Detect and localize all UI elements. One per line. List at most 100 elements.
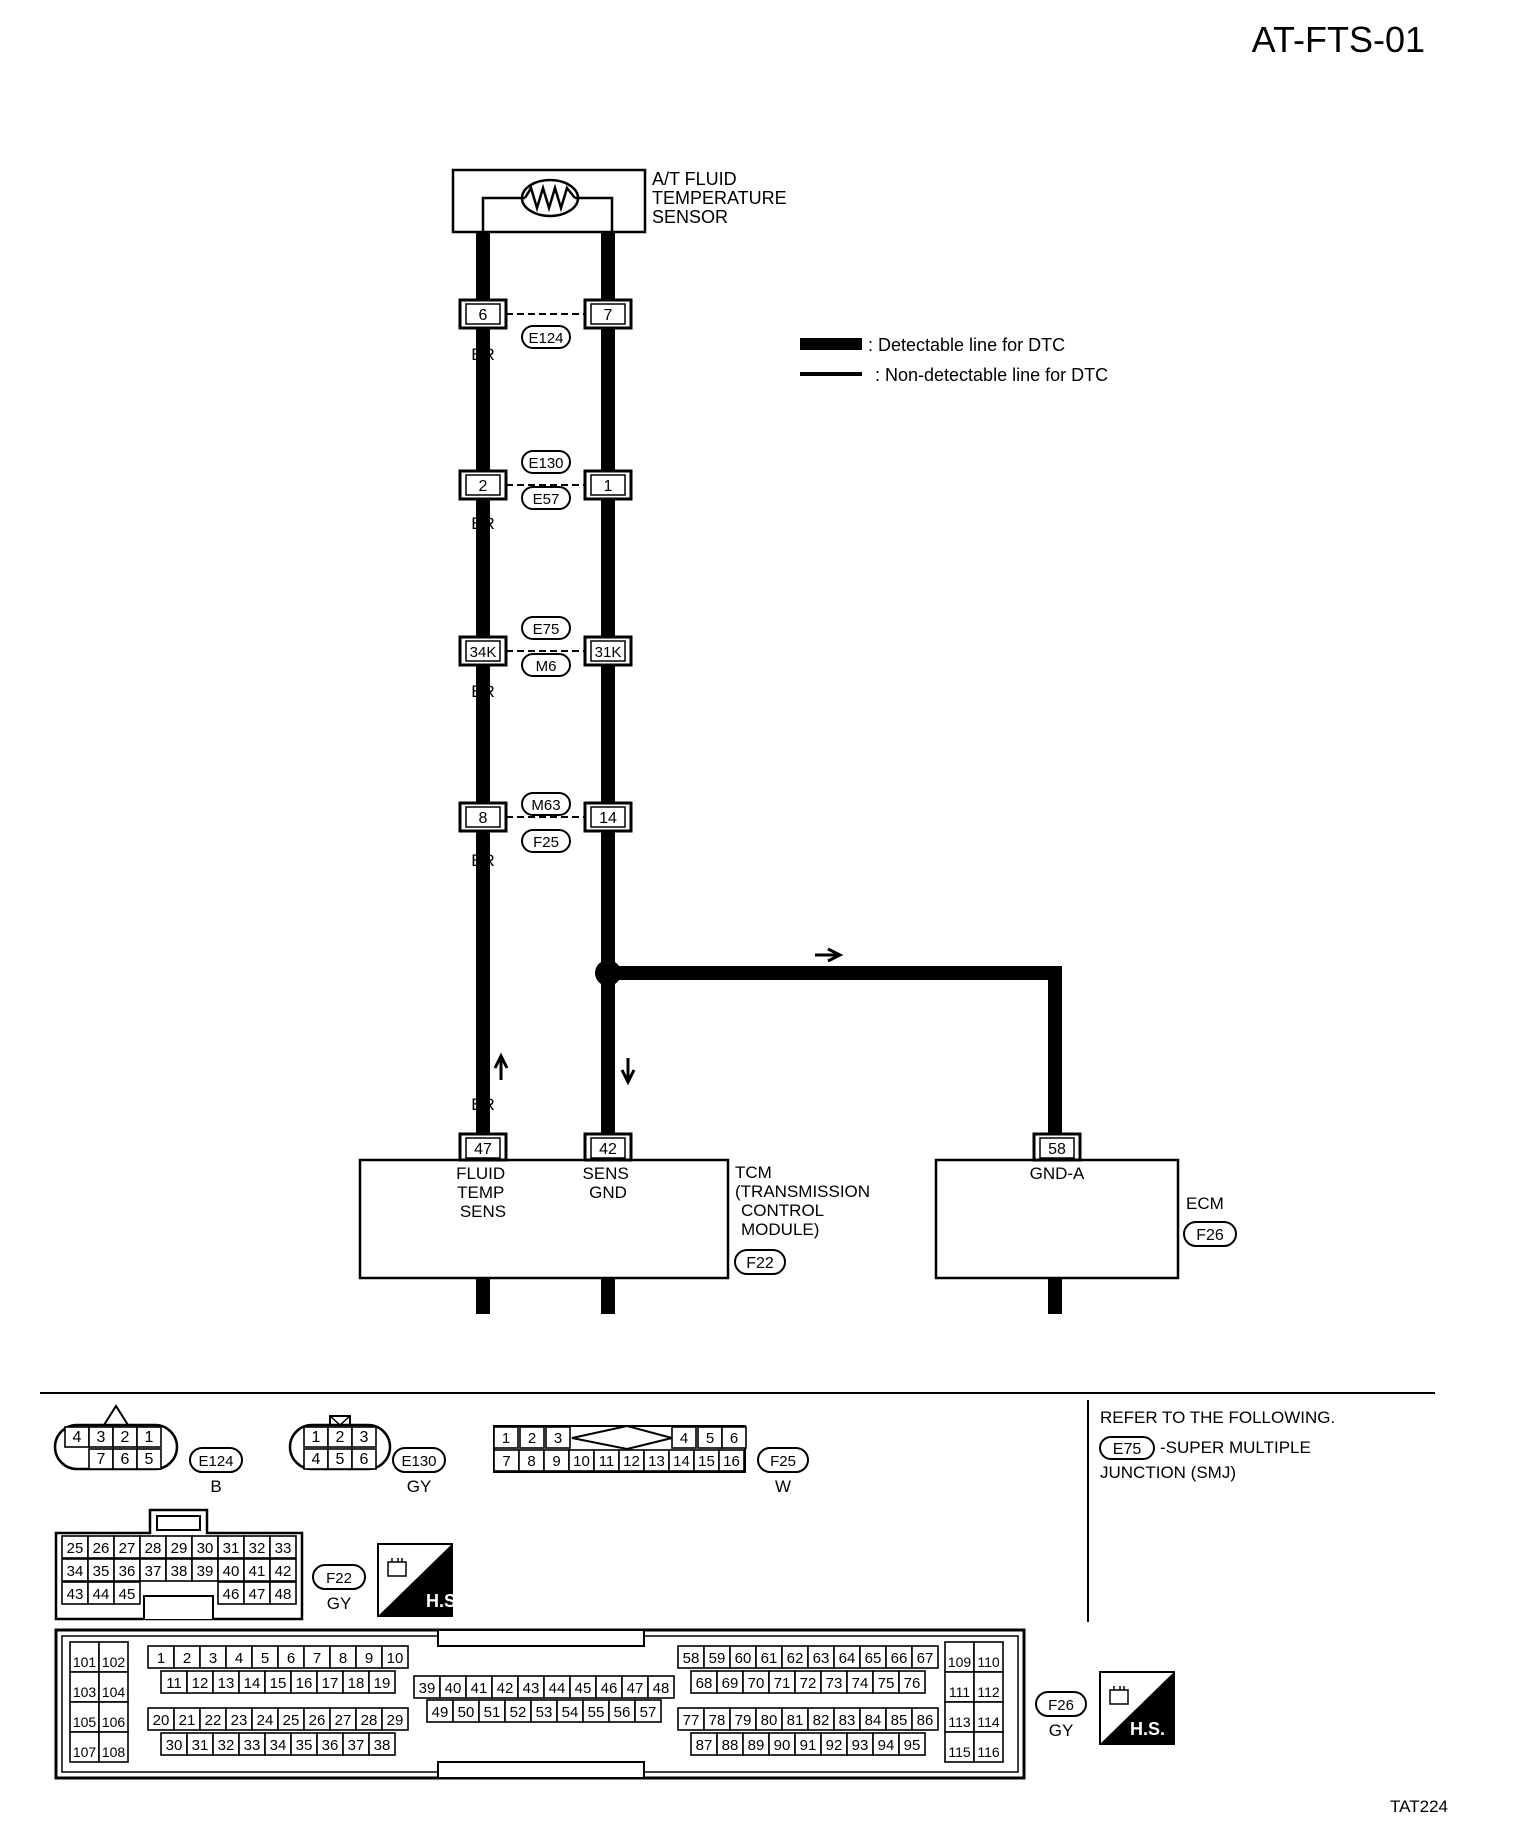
pin-number: 47 [627, 1680, 644, 1697]
ecm-module: B 58 GND-A ECM F26 [934, 1095, 1237, 1280]
pin-number: 102 [102, 1654, 126, 1670]
pin-number: 1 [312, 1429, 321, 1446]
pin-number: 69 [722, 1675, 739, 1692]
connector-id: F22 [746, 1255, 774, 1272]
pin-number: 33 [244, 1737, 261, 1754]
pin-number: 14 [673, 1453, 690, 1470]
pin-number: 7 [97, 1451, 106, 1468]
pin-number: 31 [192, 1737, 209, 1754]
pin-cell [944, 1671, 975, 1703]
pin-number: 108 [102, 1744, 126, 1760]
pin-number: 3 [97, 1429, 106, 1446]
pin-number: 58 [683, 1650, 700, 1667]
pin-number: 107 [73, 1744, 97, 1760]
ecm-pin-label: GND-A [1030, 1164, 1085, 1183]
wire-color: BR [471, 682, 495, 701]
pin-number: 12 [192, 1675, 209, 1692]
pin-cell [136, 1448, 162, 1470]
junction-row-4: 8 14 M63 F25 BR B [458, 792, 633, 870]
pin-number: 37 [348, 1737, 365, 1754]
pin-number: 20 [153, 1712, 170, 1729]
pin-cell [269, 1581, 297, 1605]
pin-number: 9 [552, 1453, 560, 1470]
junction-row-3: 34K 31K E75 M6 BR B [458, 616, 633, 701]
pin-cell [113, 1581, 141, 1605]
pin-number: 4 [680, 1430, 688, 1447]
pin-number: 76 [904, 1675, 921, 1692]
pin-number: 16 [296, 1675, 313, 1692]
pin-number: 67 [917, 1650, 934, 1667]
pin-cell [351, 1426, 377, 1448]
pin-cell [136, 1426, 162, 1448]
pin-number: 114 [977, 1714, 1000, 1730]
pin-number: 2 [336, 1429, 345, 1446]
pin-number: 1 [145, 1429, 154, 1446]
arrow-up-icon [493, 1052, 509, 1080]
connector-id: E124 [198, 1453, 233, 1470]
pin-number: 37 [145, 1563, 162, 1580]
pin-number: 81 [787, 1712, 804, 1729]
pin-number: 30 [166, 1737, 183, 1754]
svg-text:H.S.: H.S. [426, 1591, 461, 1611]
pin-number: 60 [735, 1650, 752, 1667]
pin-number: 50 [458, 1704, 475, 1721]
svg-text:E75: E75 [1113, 1441, 1142, 1458]
pin-number: 38 [171, 1563, 188, 1580]
svg-text:-SUPER MULTIPLE: -SUPER MULTIPLE [1160, 1438, 1311, 1457]
svg-text:JUNCTION (SMJ): JUNCTION (SMJ) [1100, 1463, 1236, 1482]
pin-number: 63 [813, 1650, 830, 1667]
pin-number: 6 [121, 1451, 130, 1468]
pin-number: 32 [218, 1737, 235, 1754]
pin-number: 48 [653, 1680, 670, 1697]
pin-number: 40 [223, 1563, 240, 1580]
pin-number: 9 [365, 1650, 373, 1667]
pin-number: 78 [709, 1712, 726, 1729]
connector-id: M63 [531, 797, 560, 814]
pin-number: 45 [119, 1586, 136, 1603]
pin-number: 51 [484, 1704, 501, 1721]
pin-number: 82 [813, 1712, 830, 1729]
connector-id: E124 [528, 330, 563, 347]
junction-pin: 2 [479, 478, 488, 495]
legend-non-detectable: : Non-detectable line for DTC [875, 365, 1108, 385]
pin-number: 4 [73, 1429, 82, 1446]
junction-pin: 7 [604, 307, 613, 324]
pin-number: 115 [948, 1744, 971, 1760]
pin-number: 19 [374, 1675, 391, 1692]
pin-number: 36 [322, 1737, 339, 1754]
junction-pin: 34K [470, 644, 497, 661]
pin-number: 10 [387, 1650, 404, 1667]
pin-cell [944, 1641, 975, 1673]
pin-number: 28 [361, 1712, 378, 1729]
connector-id: F25 [770, 1453, 796, 1470]
pin-cell [721, 1426, 747, 1449]
pin-number: 31 [223, 1540, 240, 1557]
pin-number: 13 [648, 1453, 665, 1470]
pin-number: 6 [360, 1451, 369, 1468]
pin-cell [898, 1732, 926, 1756]
wire-color: BR [471, 851, 495, 870]
connector-id: F22 [326, 1570, 352, 1587]
pin-number: 40 [445, 1680, 462, 1697]
pin-number: 8 [339, 1650, 347, 1667]
pin-cell [519, 1426, 545, 1449]
pin-number: 35 [93, 1563, 110, 1580]
pin-number: 26 [93, 1540, 110, 1557]
pin-number: 90 [774, 1737, 791, 1754]
pin-cell [381, 1707, 409, 1731]
ecm-name: ECM [1186, 1194, 1224, 1213]
pin-number: 13 [218, 1675, 235, 1692]
pin-number: 7 [502, 1453, 510, 1470]
pin-number: 39 [419, 1680, 436, 1697]
pin-cell [98, 1731, 129, 1763]
pin-number: 64 [839, 1650, 856, 1667]
wire-b [601, 232, 615, 1314]
pin-number: 1 [502, 1430, 510, 1447]
thermistor-symbol [520, 178, 580, 218]
pin-cell [69, 1731, 100, 1763]
pin-number: 45 [575, 1680, 592, 1697]
pin-number: 62 [787, 1650, 804, 1667]
pin-cell [718, 1449, 745, 1472]
tcm-right-label: SENS GND [582, 1164, 633, 1202]
